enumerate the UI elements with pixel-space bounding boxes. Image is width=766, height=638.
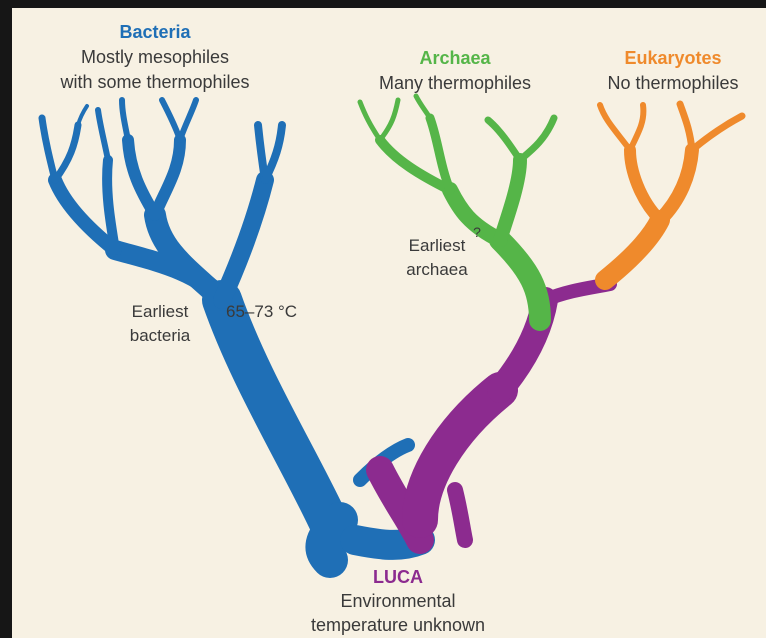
earliest-archaea-label: Earliest archaea: [392, 234, 482, 282]
eukaryotes-line-1: No thermophiles: [588, 71, 758, 96]
bacteria-line-1: Mostly mesophiles: [40, 45, 270, 70]
archaea-branch: [360, 96, 554, 320]
luca-line-1: Environmental: [298, 589, 498, 613]
earliest-archaea-line-2: archaea: [392, 258, 482, 282]
earliest-archaea-line-1: Earliest: [392, 234, 482, 258]
eukaryotes-branch: [600, 104, 742, 280]
earliest-bacteria-line-2: bacteria: [110, 324, 210, 348]
bacteria-label: Bacteria Mostly mesophiles with some the…: [40, 20, 270, 95]
archaea-line-1: Many thermophiles: [355, 71, 555, 96]
luca-branch: [380, 284, 610, 540]
luca-line-2: temperature unknown: [298, 613, 498, 637]
luca-label: LUCA Environmental temperature unknown: [298, 565, 498, 637]
archaea-label: Archaea Many thermophiles: [355, 46, 555, 96]
question-mark: ?: [470, 220, 484, 244]
luca-title: LUCA: [298, 565, 498, 589]
earliest-bacteria-label: Earliest bacteria: [110, 300, 210, 348]
bacteria-branch: [42, 100, 420, 560]
bacteria-title: Bacteria: [40, 20, 270, 45]
archaea-title: Archaea: [355, 46, 555, 71]
earliest-bacteria-line-1: Earliest: [110, 300, 210, 324]
temperature-note: 65–73 °C: [226, 300, 326, 324]
bacteria-line-2: with some thermophiles: [40, 70, 270, 95]
eukaryotes-title: Eukaryotes: [588, 46, 758, 71]
eukaryotes-label: Eukaryotes No thermophiles: [588, 46, 758, 96]
